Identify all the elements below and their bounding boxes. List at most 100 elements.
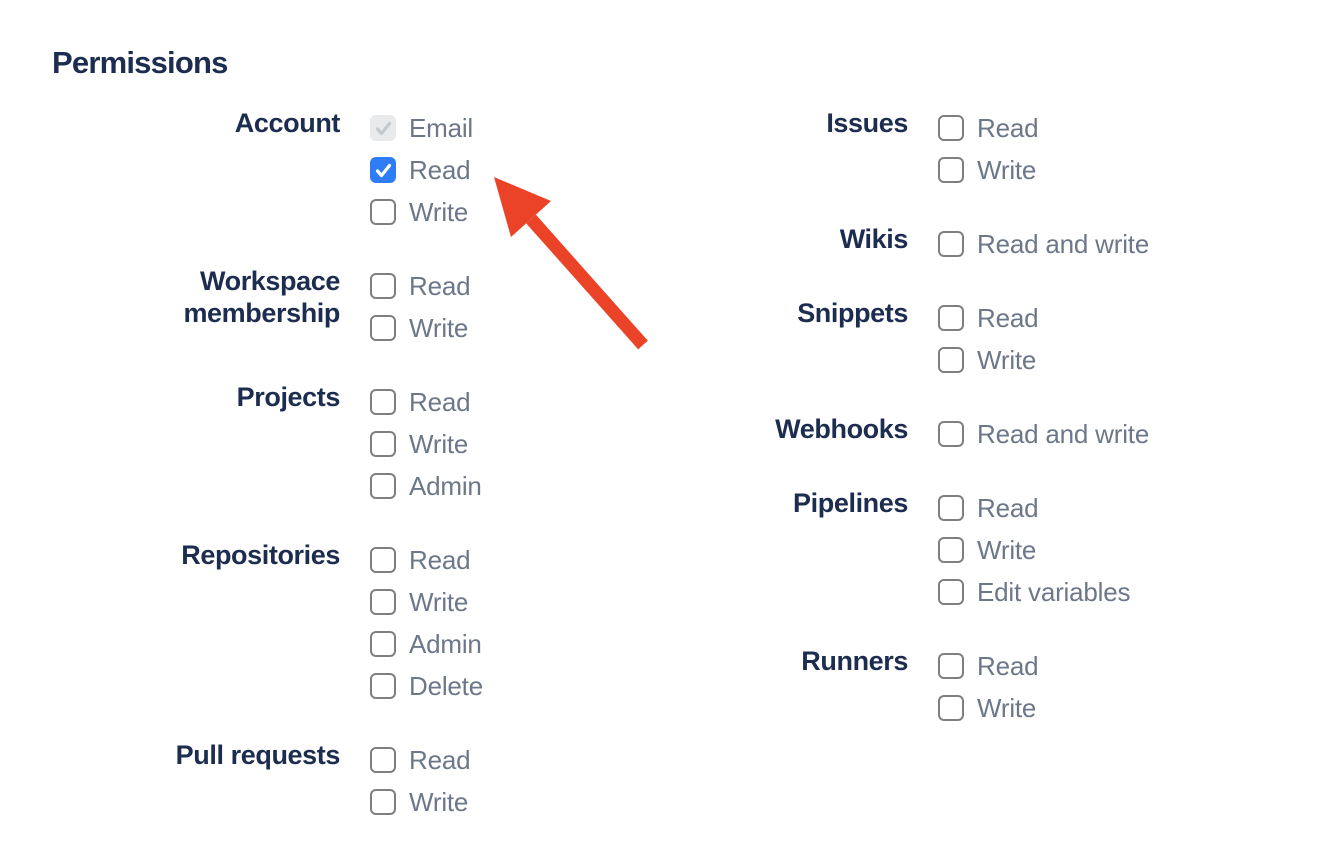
- checkbox-option-projects-admin[interactable]: Admin: [370, 465, 482, 507]
- checkbox-label: Write: [409, 587, 469, 617]
- checkbox-unchecked[interactable]: [938, 115, 964, 141]
- checkbox-label: Write: [409, 429, 469, 459]
- checkbox-unchecked[interactable]: [938, 579, 964, 605]
- checkbox-unchecked[interactable]: [938, 495, 964, 521]
- checkbox-unchecked[interactable]: [370, 473, 396, 499]
- permissions-column-left: Account Email Read Write Workspace membe…: [52, 107, 484, 855]
- checkbox-unchecked[interactable]: [370, 315, 396, 341]
- checkbox-label: Write: [409, 313, 469, 343]
- checkbox-option-pipelines-read[interactable]: Read: [938, 487, 1130, 529]
- group-label: Account: [234, 108, 341, 138]
- checkbox-option-account-read[interactable]: Read: [370, 149, 473, 191]
- permission-group-projects: Projects Read Write Admin: [52, 381, 483, 507]
- group-options: Read Write: [938, 297, 1039, 381]
- group-options: Email Read Write: [370, 107, 473, 233]
- checkbox-unchecked[interactable]: [938, 653, 964, 679]
- checkbox-checked-disabled: [370, 115, 396, 141]
- checkbox-label: Edit variables: [977, 577, 1131, 607]
- permissions-column-right: Issues Read Write Wikis Read and write S…: [620, 107, 1149, 761]
- checkbox-option-repositories-write[interactable]: Write: [370, 581, 483, 623]
- checkbox-unchecked[interactable]: [370, 547, 396, 573]
- permission-group-issues: Issues Read Write: [620, 107, 1149, 191]
- checkbox-option-runners-write[interactable]: Write: [938, 687, 1038, 729]
- group-label: Projects: [236, 382, 341, 412]
- group-options: Read Write: [370, 739, 471, 823]
- checkbox-option-pull-requests-read[interactable]: Read: [370, 739, 471, 781]
- checkbox-unchecked[interactable]: [370, 431, 396, 457]
- checkbox-option-pull-requests-write[interactable]: Write: [370, 781, 470, 823]
- checkbox-unchecked[interactable]: [370, 631, 396, 657]
- group-label: Pull requests: [175, 740, 341, 770]
- checkbox-unchecked[interactable]: [938, 305, 964, 331]
- checkbox-label: Write: [409, 787, 469, 817]
- checkbox-option-webhooks-read-and-write[interactable]: Read and write: [938, 413, 1149, 455]
- checkbox-label: Read: [977, 651, 1039, 681]
- checkbox-option-workspace-membership-write[interactable]: Write: [370, 307, 470, 349]
- checkbox-unchecked[interactable]: [938, 157, 964, 183]
- checkbox-unchecked[interactable]: [370, 789, 396, 815]
- checkbox-unchecked[interactable]: [370, 673, 396, 699]
- checkbox-option-issues-write[interactable]: Write: [938, 149, 1038, 191]
- checkbox-label: Admin: [409, 629, 482, 659]
- checkbox-label: Delete: [409, 671, 483, 701]
- checkbox-unchecked[interactable]: [370, 389, 396, 415]
- group-label: Repositories: [181, 540, 340, 570]
- checkbox-label: Read: [409, 545, 471, 575]
- permission-group-account: Account Email Read Write: [52, 107, 483, 233]
- group-options: Read Write Edit variables: [938, 487, 1130, 613]
- checkbox-label: Read: [409, 155, 471, 185]
- group-options: Read and write: [938, 413, 1149, 455]
- checkbox-unchecked[interactable]: [370, 199, 396, 225]
- checkbox-option-pipelines-edit-variables[interactable]: Edit variables: [938, 571, 1130, 613]
- checkbox-option-pipelines-write[interactable]: Write: [938, 529, 1130, 571]
- group-options: Read Write: [938, 645, 1039, 729]
- group-options: Read Write Admin: [370, 381, 482, 507]
- checkbox-label: Email: [409, 113, 474, 143]
- checkbox-unchecked[interactable]: [370, 747, 396, 773]
- checkbox-option-repositories-delete[interactable]: Delete: [370, 665, 483, 707]
- checkbox-option-snippets-read[interactable]: Read: [938, 297, 1039, 339]
- checkbox-label: Write: [977, 535, 1037, 565]
- checkbox-unchecked[interactable]: [938, 695, 964, 721]
- checkbox-option-projects-read[interactable]: Read: [370, 381, 482, 423]
- checkbox-option-projects-write[interactable]: Write: [370, 423, 482, 465]
- permission-group-snippets: Snippets Read Write: [620, 297, 1149, 381]
- group-label: Runners: [801, 646, 908, 676]
- checkbox-option-snippets-write[interactable]: Write: [938, 339, 1038, 381]
- group-label: Workspace membership: [183, 266, 340, 328]
- checkbox-label: Write: [977, 693, 1037, 723]
- checkbox-unchecked[interactable]: [938, 537, 964, 563]
- checkbox-unchecked[interactable]: [938, 231, 964, 257]
- checkbox-unchecked[interactable]: [938, 347, 964, 373]
- group-options: Read and write: [938, 223, 1149, 265]
- permission-group-workspace-membership: Workspace membership Read Write: [52, 265, 483, 349]
- checkbox-label: Read: [409, 271, 471, 301]
- group-label: Issues: [826, 108, 908, 138]
- checkbox-label: Write: [409, 197, 469, 227]
- group-label: Webhooks: [775, 414, 908, 444]
- checkbox-unchecked[interactable]: [370, 273, 396, 299]
- checkbox-option-wikis-read-and-write[interactable]: Read and write: [938, 223, 1149, 265]
- group-options: Read Write: [938, 107, 1039, 191]
- checkbox-option-workspace-membership-read[interactable]: Read: [370, 265, 471, 307]
- checkbox-label: Read: [977, 113, 1039, 143]
- group-options: Read Write Admin Delete: [370, 539, 483, 707]
- checkbox-option-issues-read[interactable]: Read: [938, 107, 1039, 149]
- checkbox-label: Read and write: [977, 229, 1150, 259]
- permission-group-runners: Runners Read Write: [620, 645, 1149, 729]
- checkbox-unchecked[interactable]: [938, 421, 964, 447]
- permission-group-pull-requests: Pull requests Read Write: [52, 739, 483, 823]
- checkbox-option-repositories-admin[interactable]: Admin: [370, 623, 483, 665]
- group-label: Snippets: [797, 298, 908, 328]
- checkbox-label: Read: [409, 387, 471, 417]
- checkbox-option-account-write[interactable]: Write: [370, 191, 473, 233]
- check-icon: [375, 163, 391, 177]
- checkbox-label: Write: [977, 155, 1037, 185]
- group-label: Wikis: [839, 224, 909, 254]
- permission-group-webhooks: Webhooks Read and write: [620, 413, 1149, 455]
- checkbox-option-runners-read[interactable]: Read: [938, 645, 1039, 687]
- checkbox-option-repositories-read[interactable]: Read: [370, 539, 483, 581]
- checkbox-checked[interactable]: [370, 157, 396, 183]
- checkbox-label: Read: [409, 745, 471, 775]
- checkbox-unchecked[interactable]: [370, 589, 396, 615]
